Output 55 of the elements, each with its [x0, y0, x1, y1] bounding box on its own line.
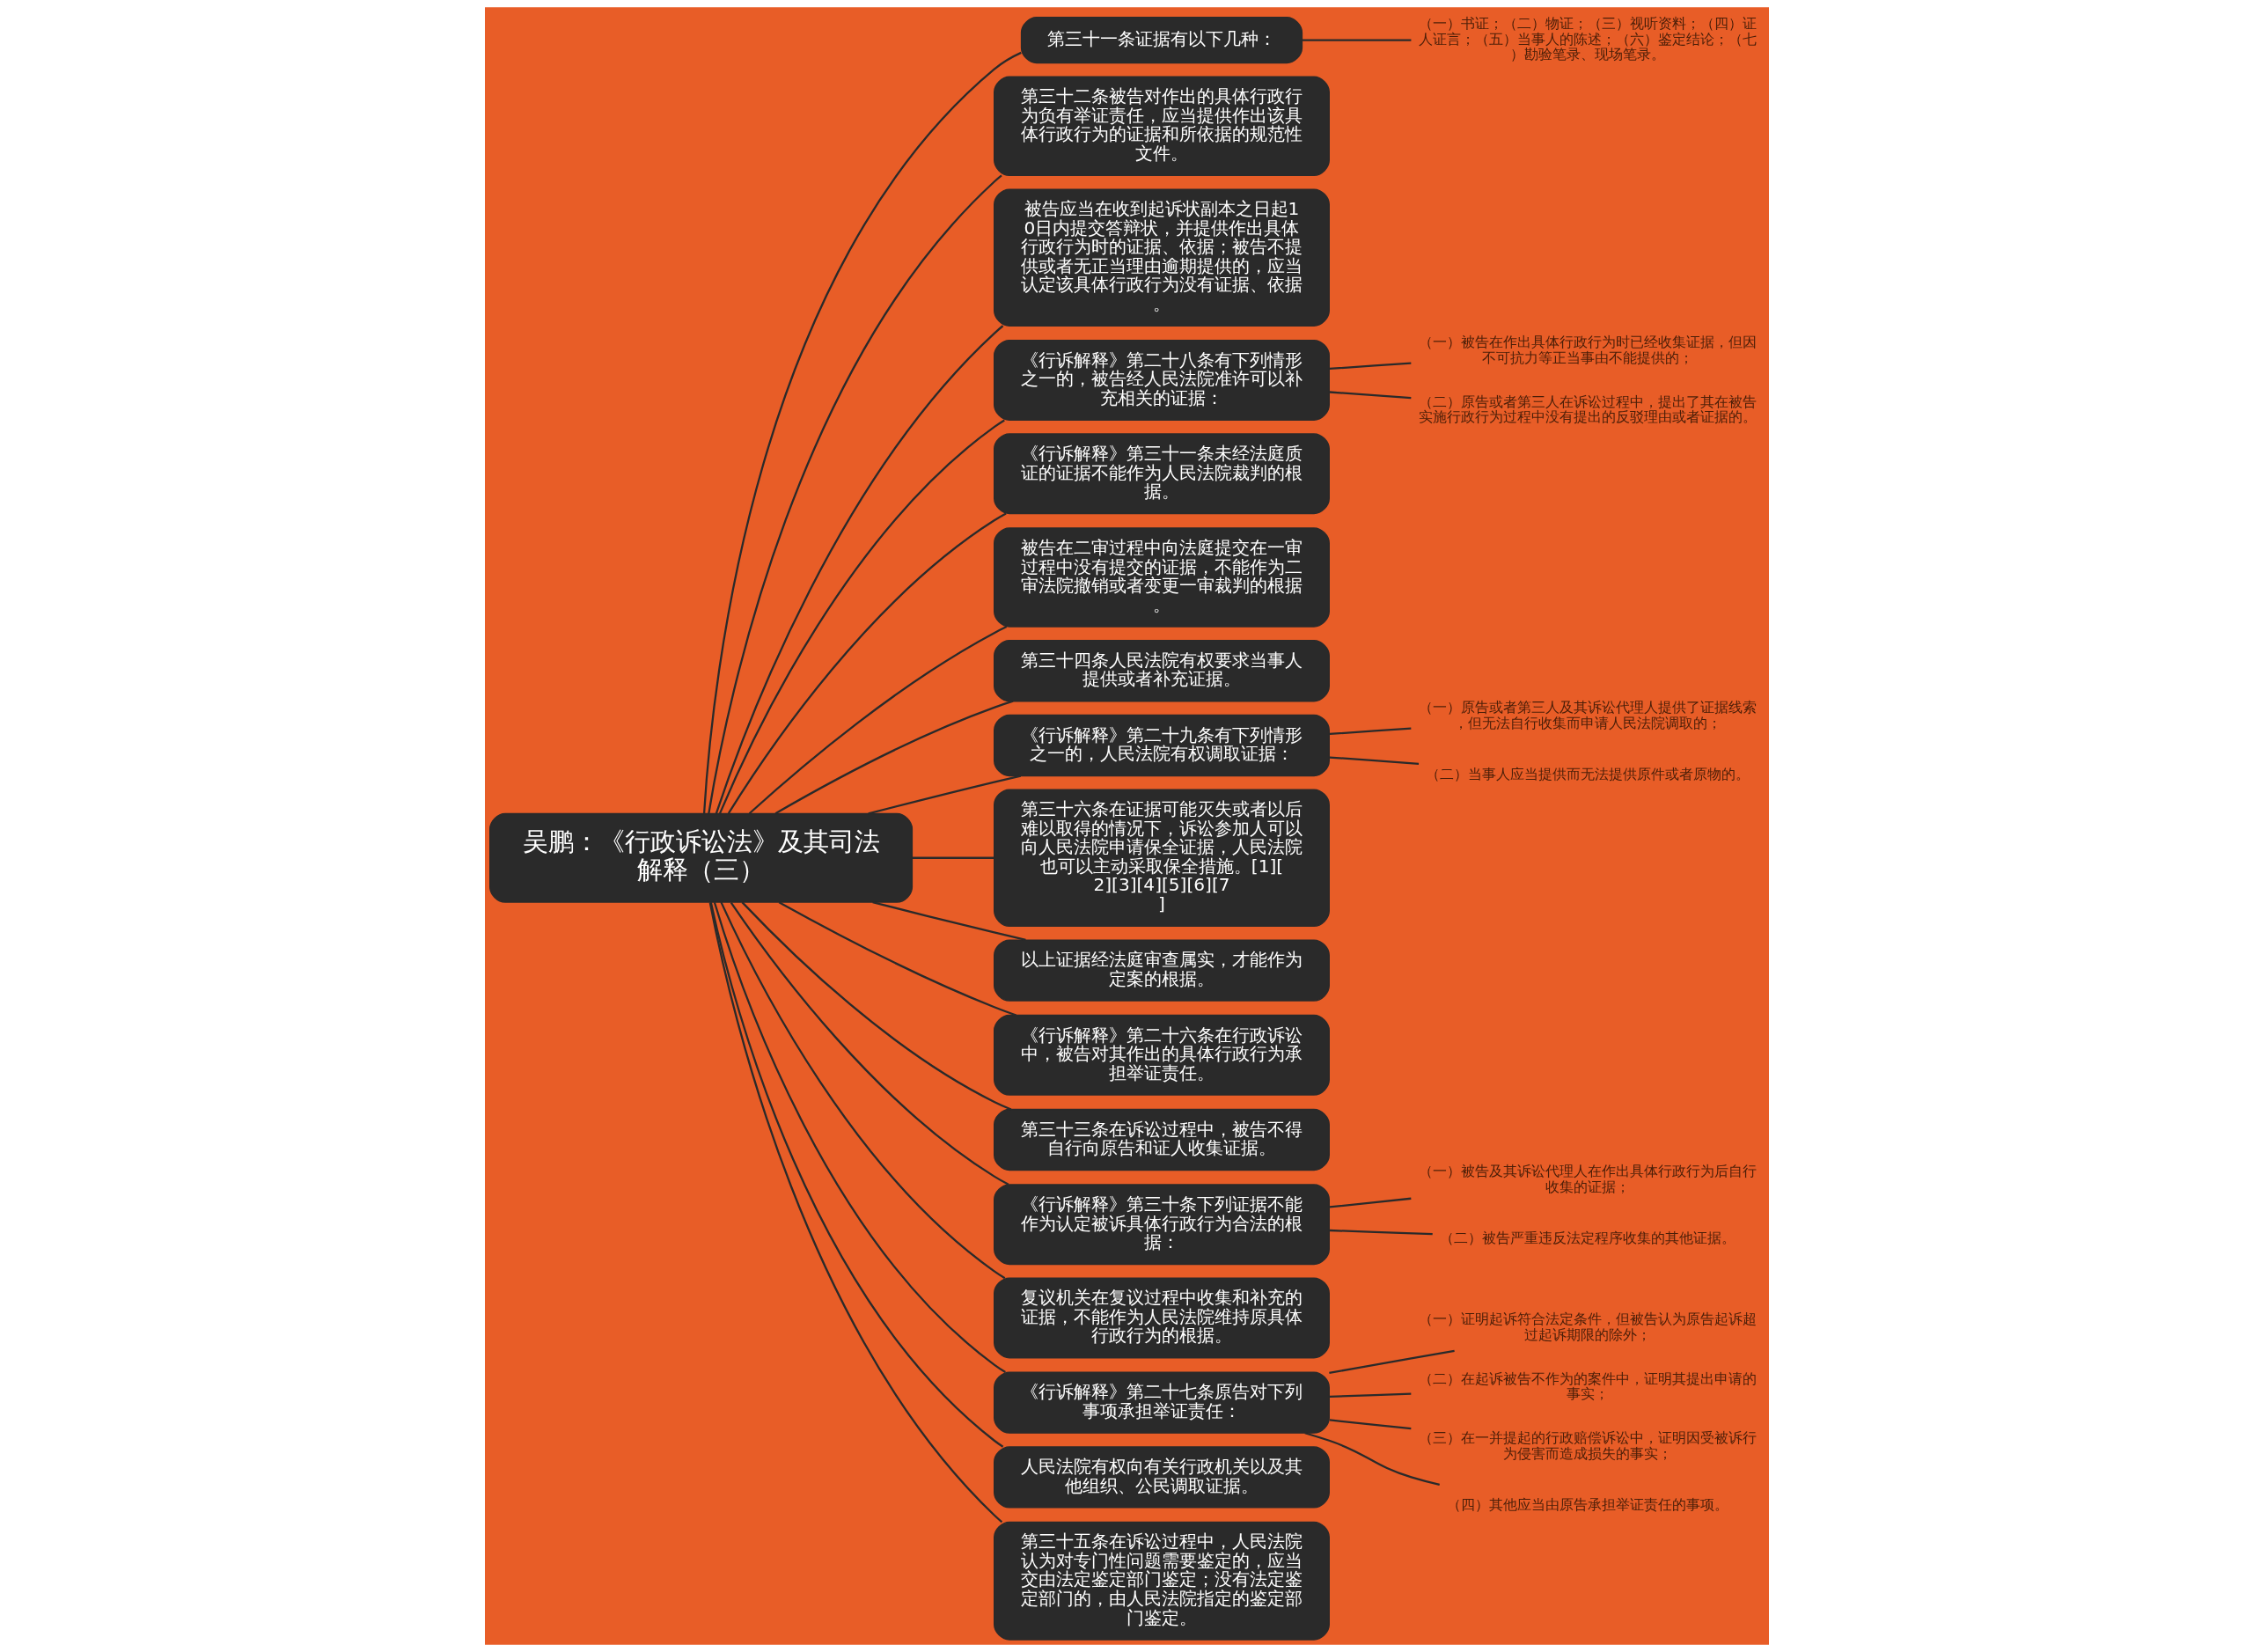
connector: [778, 901, 1016, 1017]
node-box: 被告应当在收到起诉状副本之日起10日内提交答辩状，并提供作出具体行政行为时的证据、依据；被告不提供或者无正当理由逾期提供的，应当认定该具体行政行为没有证据、依据。: [993, 188, 1330, 327]
node-box: 人民法院有权向有关行政机关以及其他组织、公民调取证据。: [993, 1446, 1330, 1509]
node-box: 第三十四条人民法院有权要求当事人提供或者补充证据。: [993, 640, 1330, 702]
node-text: （二）原告或者第三人在诉讼过程中，提出了其在被告实施行政行为过程中没有提出的反驳理由或者证据的。: [1418, 393, 1757, 426]
connector: [707, 174, 1002, 814]
node-box: 复议机关在复议过程中收集和补充的证据，不能作为人民法院维持原具体行政行为的根据。: [993, 1277, 1330, 1359]
node-box: 《行诉解释》第三十一条未经法庭质证的证据不能作为人民法院裁判的根据。: [993, 433, 1330, 515]
node-box: 第三十二条被告对作出的具体行政行为负有举证责任，应当提供作出该具体行政行为的证据和所依据的规范性文件。: [993, 76, 1330, 177]
connector: [871, 901, 1026, 942]
node-text: （二）在起诉被告不作为的案件中，证明其提出申请的事实；: [1418, 1369, 1757, 1403]
connector: [1329, 1229, 1433, 1236]
connector: [1329, 1197, 1411, 1208]
node-text: （一）原告或者第三人及其诉讼代理人提供了证据线索，但无法自行收集而申请人民法院调取的；: [1418, 699, 1757, 731]
connector: [1303, 1432, 1440, 1487]
node-box: 第三十五条在诉讼过程中，人民法院认为对专门性问题需要鉴定的，应当交由法定鉴定部门鉴定；没有法定鉴定部门的，由人民法院指定的鉴定部门鉴定。: [993, 1521, 1330, 1641]
connector: [1328, 1349, 1455, 1375]
connector: [1329, 391, 1411, 400]
node-text: （二）当事人应当提供而无法提供原件或者原物的。: [1425, 766, 1750, 783]
node-box: 第三十三条在诉讼过程中，被告不得自行向原告和证人收集证据。: [993, 1108, 1330, 1171]
connector: [748, 626, 1007, 815]
connector: [774, 700, 1013, 815]
node-box: 以上证据经法庭审查属实，才能作为定案的根据。: [993, 939, 1330, 1002]
node-box: 《行诉解释》第三十条下列证据不能作为认定被诉具体行政行为合法的根据：: [993, 1184, 1330, 1266]
node-box: 第三十一条证据有以下几种：: [1020, 17, 1303, 64]
connector: [1329, 362, 1411, 371]
connector: [1329, 727, 1411, 736]
node-box: 《行诉解释》第二十八条有下列情形之一的，被告经人民法院准许可以补充相关的证据：: [993, 340, 1330, 421]
node-text: （二）被告严重违反法定程序收集的其他证据。: [1439, 1230, 1736, 1247]
node-box: 吴鹏：《行政诉讼法》及其司法解释（三）: [488, 812, 913, 903]
node-text: （四）其他应当由原告承担举证责任的事项。: [1446, 1496, 1728, 1514]
connector: [741, 901, 1011, 1111]
connector: [1329, 1392, 1411, 1399]
connector: [730, 901, 1009, 1186]
node-text: （一）被告在作出具体行政行为时已经收集证据，但因不可抗力等正当事由不能提供的；: [1418, 334, 1757, 366]
connector: [867, 775, 1021, 815]
node-box: 第三十六条在证据可能灭失或者以后难以取得的情况下，诉讼参加人可以向人民法院申请保全证据，人民法院也可以主动采取保全措施。[1][2][3][4][5][6][7]: [993, 789, 1330, 927]
node-text: （一）证明起诉符合法定条件，但被告认为原告起诉超过起诉期限的除外；: [1418, 1311, 1757, 1343]
node-box: 被告在二审过程中向法庭提交在一审过程中没有提交的证据，不能作为二审法院撤销或者变更一审裁判的根据。: [993, 527, 1330, 628]
connector: [1329, 1419, 1411, 1430]
node-text: （三）在一并提起的行政赔偿诉讼中，证明因受被诉行为侵害而造成损失的事实；: [1418, 1429, 1757, 1462]
node-text: （一）被告及其诉讼代理人在作出具体行政行为后自行收集的证据；: [1418, 1163, 1757, 1195]
connector: [719, 901, 1005, 1280]
connector: [718, 419, 1005, 814]
node-text: （一）书证；（二）物证；（三）视听资料；（四）证人证言；（五）当事人的陈述；（六）鉴定结论；（七）勘验笔录、现场笔录。: [1418, 15, 1757, 62]
connector: [1302, 39, 1411, 41]
node-box: 《行诉解释》第二十九条有下列情形之一的，人民法院有权调取证据：: [993, 714, 1330, 777]
connector: [912, 856, 994, 859]
connector: [713, 901, 1006, 1373]
connector: [715, 325, 1003, 814]
connector: [1329, 756, 1419, 765]
node-box: 《行诉解释》第二十六条在行政诉讼中，被告对其作出的具体行政行为承担举证责任。: [993, 1014, 1330, 1096]
connector: [702, 51, 1022, 814]
connector: [727, 512, 1007, 814]
node-box: 《行诉解释》第二十七条原告对下列事项承担举证责任：: [993, 1371, 1330, 1434]
